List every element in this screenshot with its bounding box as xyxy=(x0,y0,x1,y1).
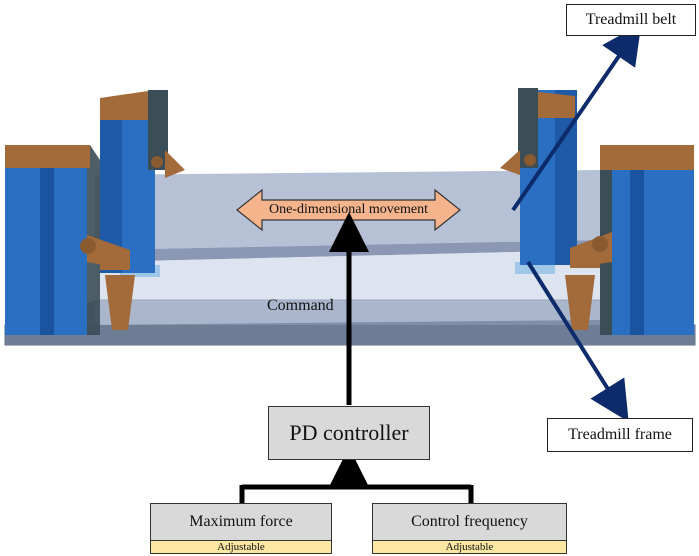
command-label: Command xyxy=(267,297,334,314)
frame-pointer-arrow xyxy=(526,260,629,422)
parameter-connector xyxy=(239,447,474,503)
max-force-adjustable-tag: Adjustable xyxy=(150,540,332,554)
movement-label: One-dimensional movement xyxy=(268,202,429,217)
control-frequency-box: Control frequency xyxy=(372,503,567,541)
treadmill-belt-label: Treadmill belt xyxy=(566,4,696,36)
right-back-pillar xyxy=(500,88,577,265)
belt-pointer-arrow xyxy=(511,23,642,212)
max-force-box: Maximum force xyxy=(150,503,332,541)
left-front-pillar xyxy=(5,145,135,335)
pd-controller-box: PD controller xyxy=(268,406,430,460)
movement-double-arrow xyxy=(236,188,461,232)
treadmill-frame-label: Treadmill frame xyxy=(547,418,693,452)
right-front-pillar xyxy=(565,145,694,335)
control-frequency-adjustable-tag: Adjustable xyxy=(372,540,567,554)
